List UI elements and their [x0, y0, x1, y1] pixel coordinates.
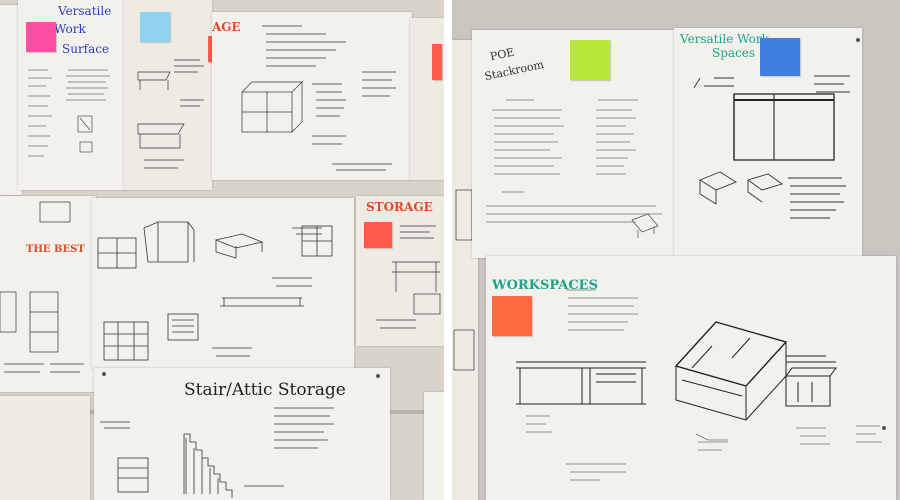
left-photo: Versatile Work Surface AGE	[0, 0, 444, 500]
heading-surface: Surface	[62, 42, 110, 56]
sheet-storage-top: AGE	[212, 12, 412, 180]
sticky-note-red-edge	[208, 36, 214, 62]
sticky-note-blue	[140, 12, 170, 42]
sketch-workstations	[516, 289, 882, 481]
sheet-furniture-sketches	[124, 0, 212, 190]
sketch-cabinet-partition	[693, 75, 850, 219]
sheet-versatile-work-surface: Versatile Work Surface	[18, 0, 126, 190]
sheet-edge-right-top	[410, 18, 444, 180]
sticky-note-orange	[492, 296, 532, 336]
heading-workspaces: WORKSPACES	[492, 278, 598, 293]
sticky-note-lime	[570, 40, 610, 80]
pin	[882, 426, 886, 430]
right-photo: POE Stackroom Versatile Work Spaces	[452, 0, 900, 500]
sketch-bookcases	[0, 201, 84, 373]
heading-versatile: Versatile	[58, 4, 112, 18]
sticky-note-pink	[26, 22, 56, 52]
sketch-notes	[28, 69, 110, 157]
sheet-the-best: THE BEST	[0, 196, 96, 392]
pin	[102, 372, 106, 376]
sheet-poe-stackroom: POE Stackroom	[472, 30, 682, 258]
sheet-bottom-left	[0, 396, 90, 500]
sticky-note-red-storage	[364, 222, 392, 248]
sheet-storage-right: STORAGE	[356, 196, 444, 346]
sheet-workspaces: WORKSPACES	[486, 256, 896, 500]
heading-storage-top: AGE	[212, 20, 241, 34]
sketch-tables	[137, 59, 204, 169]
poe-notes	[486, 99, 662, 238]
sketch-cabinets	[97, 221, 333, 361]
heading-stair-attic-storage: Stair/Attic Storage	[184, 380, 346, 400]
sheet-storage-concepts	[92, 198, 354, 370]
heading-storage-right: STORAGE	[366, 200, 433, 214]
pin	[376, 374, 380, 378]
sheet-stair-attic-storage: Stair/Attic Storage	[94, 368, 390, 500]
heading-work: Work	[54, 22, 86, 36]
sheet-versatile-work-spaces: Versatile Work Spaces	[674, 28, 862, 258]
sheet-edge-left	[0, 5, 22, 195]
sticky-note-blue	[760, 38, 800, 76]
heading-versatile-work: Versatile Work	[680, 32, 769, 46]
sketch-staircase	[100, 407, 334, 498]
heading-the-best: THE BEST	[26, 244, 85, 255]
photo-divider	[444, 0, 452, 500]
heading-spaces: Spaces	[712, 46, 756, 60]
sheet-edge-bottom-right	[424, 392, 444, 500]
sticky-note-red	[432, 44, 442, 80]
sketch-shelves-right	[376, 225, 441, 329]
pin	[856, 38, 860, 42]
sketch-shelving	[241, 25, 396, 171]
